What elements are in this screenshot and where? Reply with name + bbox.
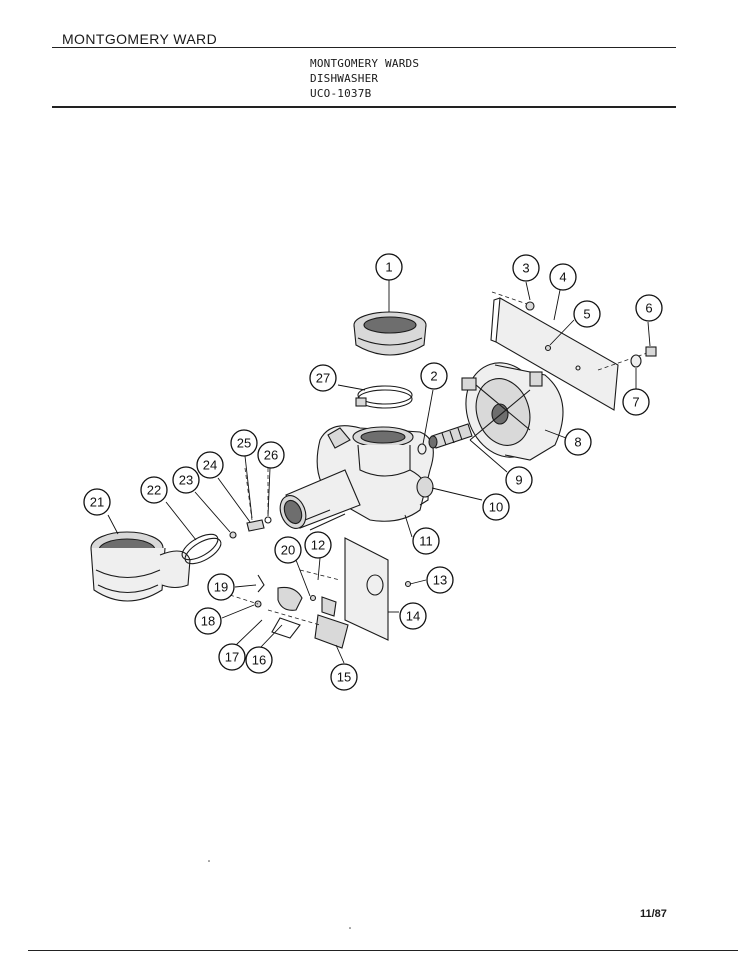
svg-text:6: 6 xyxy=(645,301,652,316)
callout-15: 15 xyxy=(330,663,358,691)
callout-9: 9 xyxy=(505,466,533,494)
callout-23: 23 xyxy=(172,466,200,494)
callout-19: 19 xyxy=(207,573,235,601)
callout-10: 10 xyxy=(482,493,510,521)
speck-dot xyxy=(349,927,351,929)
part-o-ring xyxy=(417,443,427,455)
svg-text:2: 2 xyxy=(430,369,437,384)
svg-text:27: 27 xyxy=(316,371,330,386)
svg-text:22: 22 xyxy=(147,483,161,498)
callout-20: 20 xyxy=(274,536,302,564)
header-rule-bottom xyxy=(52,106,676,108)
svg-text:3: 3 xyxy=(522,261,529,276)
callout-14: 14 xyxy=(399,602,427,630)
header-rule-top xyxy=(52,47,676,49)
callout-13: 13 xyxy=(426,566,454,594)
svg-text:7: 7 xyxy=(632,395,639,410)
svg-text:20: 20 xyxy=(281,543,295,558)
title-line-brand: MONTGOMERY WARDS xyxy=(310,57,420,70)
part-coupling-top xyxy=(353,311,427,356)
svg-text:15: 15 xyxy=(337,670,351,685)
svg-text:9: 9 xyxy=(515,473,522,488)
callout-4: 4 xyxy=(549,263,577,291)
callout-18: 18 xyxy=(194,607,222,635)
part-motor xyxy=(461,362,564,461)
svg-text:12: 12 xyxy=(311,538,325,553)
part-shaft-seal xyxy=(428,423,473,449)
svg-text:8: 8 xyxy=(574,435,581,450)
title-line-product: DISHWASHER xyxy=(310,72,379,85)
svg-text:26: 26 xyxy=(264,448,278,463)
callout-16: 16 xyxy=(245,646,273,674)
callout-24: 24 xyxy=(196,451,224,479)
svg-text:25: 25 xyxy=(237,436,251,451)
part-fasteners xyxy=(491,291,657,371)
callout-21: 21 xyxy=(83,488,111,516)
title-line-model: UCO-1037B xyxy=(310,87,372,100)
leader-lines xyxy=(107,280,651,664)
revision-date: 11/87 xyxy=(640,908,667,920)
svg-text:13: 13 xyxy=(433,573,447,588)
speck-dot xyxy=(208,860,210,862)
callout-22: 22 xyxy=(140,476,168,504)
part-drain-coupling xyxy=(90,531,222,602)
svg-text:5: 5 xyxy=(583,307,590,322)
callout-25: 25 xyxy=(230,429,258,457)
callout-11: 11 xyxy=(412,527,440,555)
part-small-hardware xyxy=(229,467,272,539)
callout-26: 26 xyxy=(257,441,285,469)
svg-text:14: 14 xyxy=(406,609,420,624)
callout-2: 2 xyxy=(420,362,448,390)
svg-text:24: 24 xyxy=(203,458,217,473)
svg-text:4: 4 xyxy=(559,270,566,285)
svg-text:10: 10 xyxy=(489,500,503,515)
svg-text:21: 21 xyxy=(90,495,104,510)
svg-text:17: 17 xyxy=(225,650,239,665)
callout-8: 8 xyxy=(564,428,592,456)
footer-rule xyxy=(28,950,738,952)
svg-text:11: 11 xyxy=(419,534,433,549)
svg-text:16: 16 xyxy=(252,653,266,668)
callout-27: 27 xyxy=(309,364,337,392)
svg-text:19: 19 xyxy=(214,580,228,595)
part-switch-assembly xyxy=(229,537,412,649)
part-clamp-upper xyxy=(355,385,413,409)
callout-6: 6 xyxy=(635,294,663,322)
callout-12: 12 xyxy=(304,531,332,559)
svg-text:18: 18 xyxy=(201,614,215,629)
part-pump-housing xyxy=(279,425,434,531)
brand-header: MONTGOMERY WARD xyxy=(62,31,218,47)
svg-text:1: 1 xyxy=(385,260,392,275)
callout-17: 17 xyxy=(218,643,246,671)
callout-3: 3 xyxy=(512,254,540,282)
callout-5: 5 xyxy=(573,300,601,328)
svg-text:23: 23 xyxy=(179,473,193,488)
title-block: MONTGOMERY WARDS DISHWASHER UCO-1037B xyxy=(310,56,419,101)
callout-1: 1 xyxy=(375,253,403,281)
callout-7: 7 xyxy=(622,388,650,416)
